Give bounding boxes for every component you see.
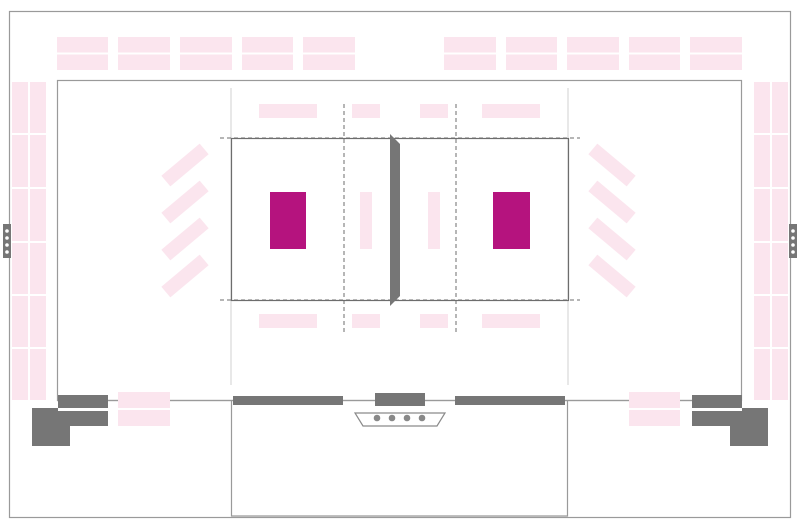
seat-block [303,37,355,70]
lower-enclosure [230,400,569,517]
diagonal-seating-right [588,143,636,298]
left-side-seating [12,82,46,400]
net [390,134,400,306]
court-side-bars [259,104,540,328]
seat-block [57,37,108,70]
top-seating-right [444,37,742,70]
bottom-seat-block-left [118,392,170,426]
venue-outer-boundary [8,10,792,519]
corner-fixture-left [32,395,108,446]
court-marker-left [270,192,306,249]
right-panel-icon [789,224,797,258]
seat-block [118,37,170,70]
court [230,137,570,302]
seat-block [629,37,680,70]
corner-fixture-right [692,395,768,446]
attack-zone-strip-left [360,192,372,249]
bench-right [455,396,565,405]
seat-block [690,37,742,70]
seat-block [567,37,619,70]
seat-block [444,37,496,70]
left-panel-icon [3,224,11,258]
bench-left [233,396,343,405]
scorer-table-top [375,393,425,406]
seat-block [242,37,293,70]
top-seating-left [57,37,355,70]
seat-block [506,37,557,70]
attack-zone-strip-right [428,192,440,249]
court-marker-right [493,192,530,249]
right-side-seating [754,82,788,400]
scorer-table-icon [353,412,447,427]
diagonal-seating-left [161,143,209,298]
bottom-seat-block-right [629,392,680,426]
seat-block [180,37,232,70]
